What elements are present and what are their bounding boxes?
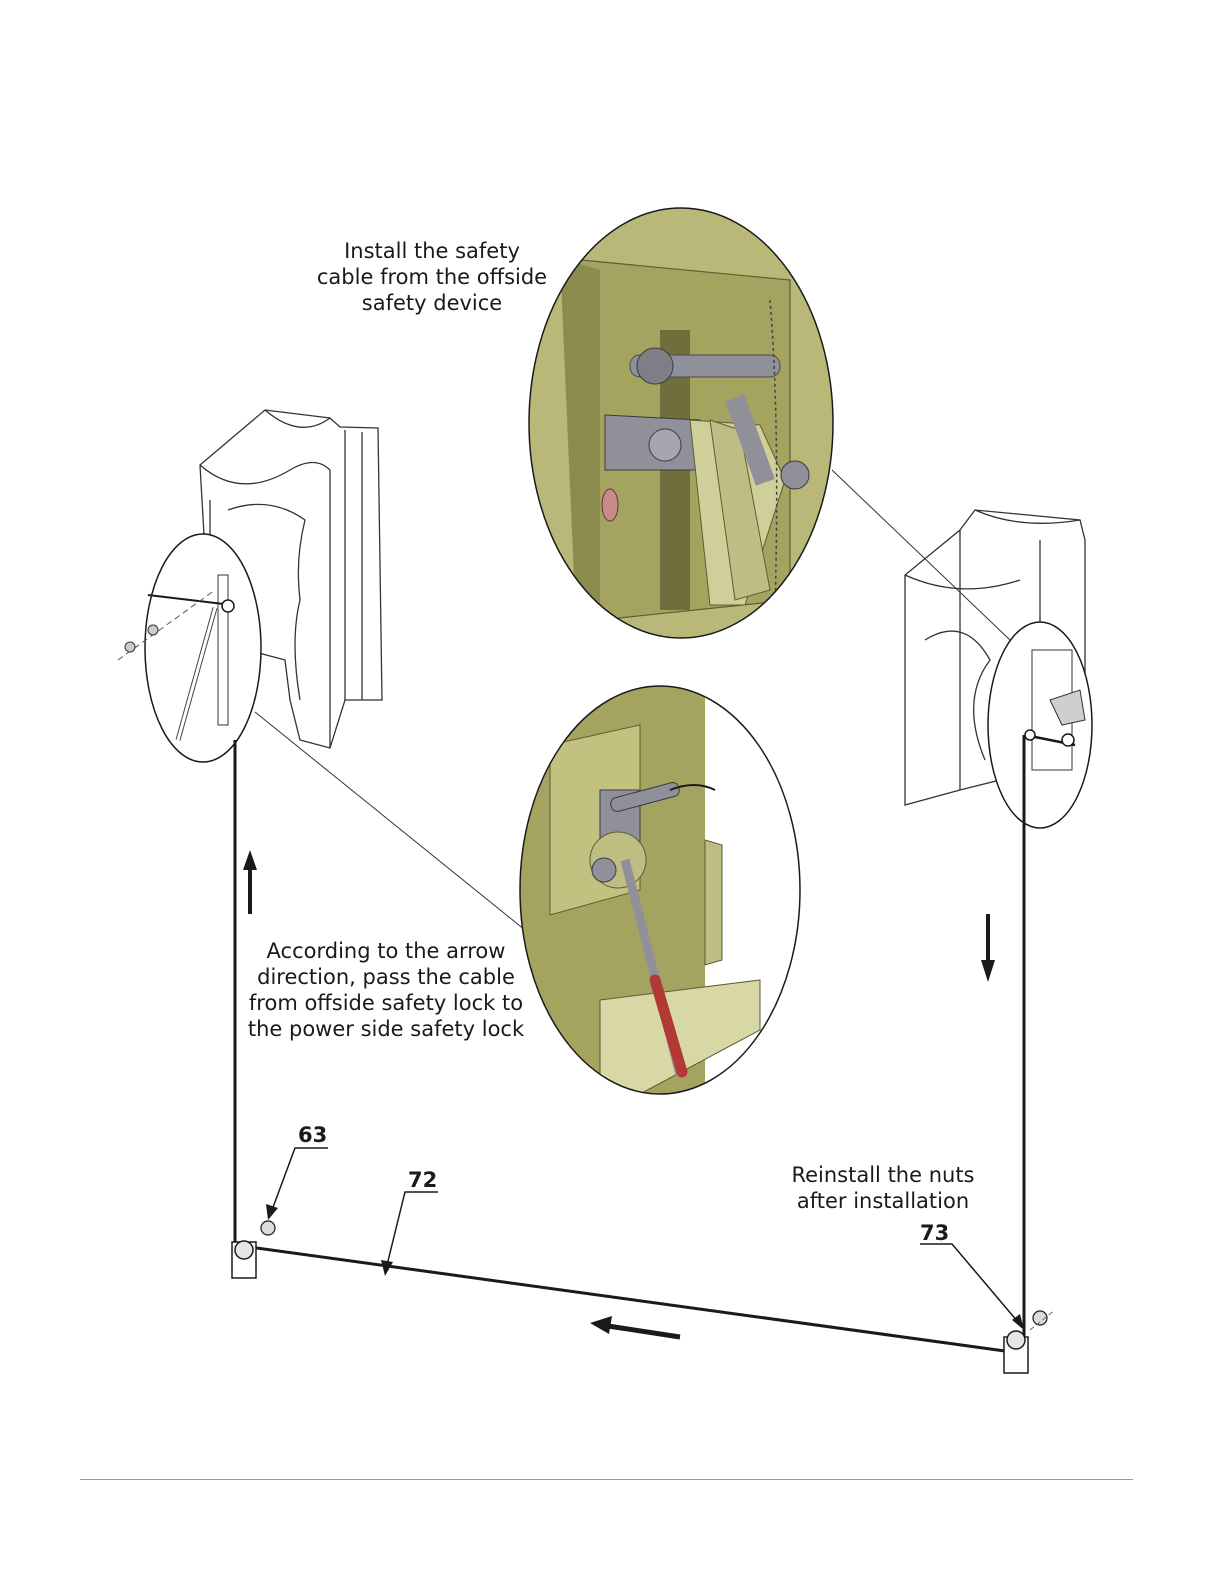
right-lock-detail-circle [988,622,1092,828]
callout-arrow-direction: According to the arrow direction, pass t… [248,939,525,1041]
part-number-73: 73 [920,1221,949,1245]
arrow-direction-line-2: direction, pass the cable [257,965,515,989]
footer-divider [80,1479,1133,1480]
offside-device-enlarged-detail [529,208,833,638]
power-side-lock-enlarged-detail [520,686,800,1094]
reinstall-nuts-line-1: Reinstall the nuts [791,1163,974,1187]
left-arrow-bottom [590,1316,680,1337]
arrow-direction-line-1: According to the arrow [267,939,506,963]
part-number-63: 63 [298,1123,327,1147]
reinstall-nuts-line-2: after installation [797,1189,969,1213]
up-arrow-left [243,850,257,914]
install-cable-line-1: Install the safety [344,239,520,263]
right-base-pulley [1004,1310,1055,1373]
arrow-direction-line-3: from offside safety lock to [249,991,523,1015]
down-arrow-right [981,914,995,982]
part-number-72: 72 [408,1168,437,1192]
left-lock-detail-circle [118,534,261,762]
install-cable-line-3: safety device [362,291,502,315]
install-cable-line-2: cable from the offside [317,265,547,289]
callout-reinstall-nuts: Reinstall the nuts after installation [791,1163,974,1213]
callout-install-cable: Install the safety cable from the offsid… [317,239,547,315]
arrow-direction-line-4: the power side safety lock [248,1017,525,1041]
